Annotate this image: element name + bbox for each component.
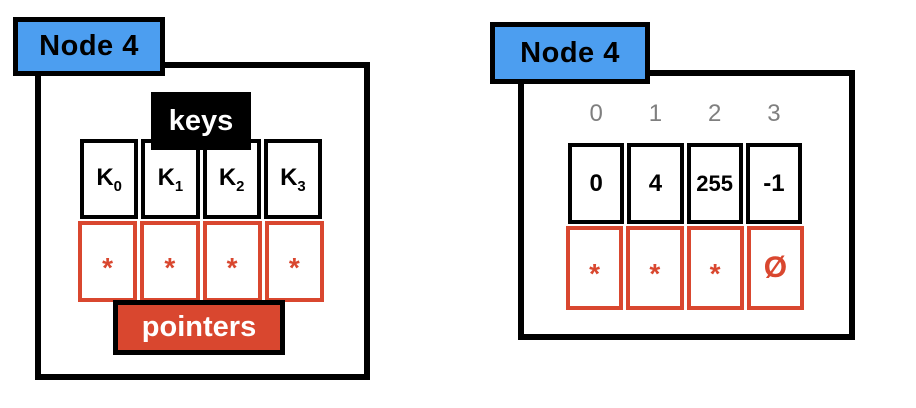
left-node-title: Node 4 bbox=[39, 30, 139, 62]
pointer-asterisk: * bbox=[649, 257, 661, 289]
pointer-cell: * bbox=[78, 221, 138, 302]
left-keys-row: K0 K1 K2 K3 bbox=[80, 139, 322, 219]
key-cell: K3 bbox=[263, 139, 322, 219]
key-cell: 4 bbox=[627, 143, 684, 224]
key-label: K1 bbox=[157, 163, 184, 195]
key-cell: K2 bbox=[202, 139, 261, 219]
key-label: K2 bbox=[218, 163, 245, 195]
index-label: 0 bbox=[589, 100, 603, 127]
key-value: 4 bbox=[648, 169, 663, 197]
pointer-cell: * bbox=[566, 226, 624, 310]
key-value: 255 bbox=[696, 170, 733, 196]
pointer-asterisk: * bbox=[226, 251, 238, 283]
pointer-cell: * bbox=[202, 221, 262, 302]
pointers-label: pointers bbox=[141, 311, 257, 343]
key-cell: -1 bbox=[745, 143, 802, 224]
keys-label-tag: keys bbox=[151, 92, 251, 150]
index-label: 2 bbox=[707, 100, 722, 127]
right-keys-row: 0 4 255 -1 bbox=[568, 143, 802, 224]
pointer-cell: * bbox=[626, 226, 684, 310]
keys-label: keys bbox=[168, 104, 234, 137]
pointer-asterisk: * bbox=[589, 257, 601, 289]
key-cell: K1 bbox=[141, 139, 200, 219]
key-cell: K0 bbox=[80, 139, 139, 219]
pointer-cell: * bbox=[140, 221, 200, 302]
key-value: -1 bbox=[763, 169, 785, 197]
pointer-asterisk: * bbox=[709, 257, 721, 289]
right-node-title: Node 4 bbox=[520, 36, 620, 69]
key-cell: 0 bbox=[568, 143, 625, 224]
key-label: K3 bbox=[280, 163, 306, 195]
key-cell: 255 bbox=[686, 143, 743, 224]
key-value: 0 bbox=[589, 169, 603, 197]
left-pointers-row: * * * * bbox=[78, 221, 324, 302]
pointers-label-tag: pointers bbox=[113, 300, 285, 355]
right-pointers-row: * * * Ø bbox=[566, 226, 804, 310]
right-node-title-tag: Node 4 bbox=[490, 22, 650, 84]
pointer-asterisk: * bbox=[164, 251, 176, 283]
index-label: 1 bbox=[648, 100, 663, 127]
pointer-cell: * bbox=[686, 226, 744, 310]
index-label: 3 bbox=[767, 100, 781, 127]
pointer-cell: Ø bbox=[746, 226, 804, 310]
pointer-asterisk: * bbox=[102, 251, 114, 283]
null-pointer-symbol: Ø bbox=[763, 251, 788, 284]
left-node-outer-box bbox=[35, 62, 370, 380]
left-node-title-tag: Node 4 bbox=[13, 17, 165, 76]
key-label: K0 bbox=[96, 163, 122, 195]
pointer-asterisk: * bbox=[288, 251, 300, 283]
right-node-outer-box bbox=[518, 70, 855, 340]
pointer-cell: * bbox=[264, 221, 324, 302]
right-index-row: 0 1 2 3 bbox=[568, 100, 802, 128]
